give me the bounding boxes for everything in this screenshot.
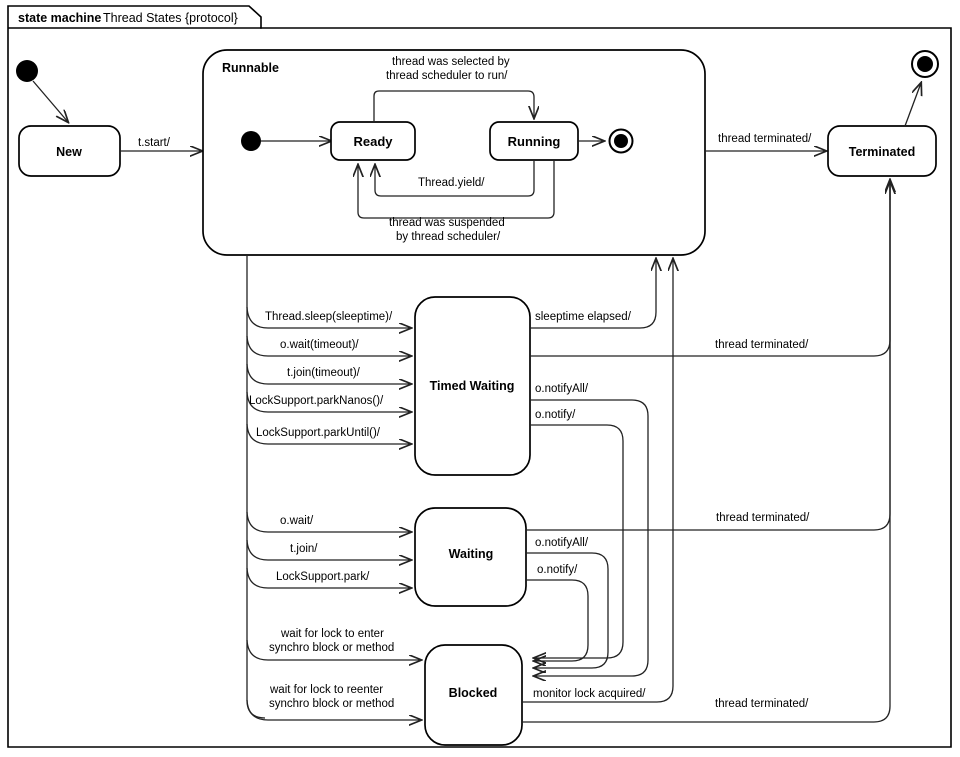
edge-to-blocked-1 xyxy=(246,639,421,660)
label-timed-waiting-notify: o.notify/ xyxy=(535,409,576,421)
frame-name-label: Thread States {protocol} xyxy=(103,11,238,25)
edge-running-to-ready-yield xyxy=(375,160,535,197)
edge-ready-to-running xyxy=(373,90,534,122)
edge-to-timed-waiting-5 xyxy=(246,423,411,444)
label-selected-line1: thread was selected by xyxy=(392,56,510,68)
edge-to-timed-waiting-2 xyxy=(246,335,411,356)
label-to-timed-waiting-5: LockSupport.parkUntil()/ xyxy=(256,427,381,439)
state-running-label: Running xyxy=(508,134,561,149)
diagram-frame xyxy=(7,5,952,748)
label-monitor-lock-acquired: monitor lock acquired/ xyxy=(533,688,646,700)
label-to-waiting-2: t.join/ xyxy=(290,543,318,555)
state-blocked[interactable] xyxy=(424,644,523,746)
edge-waiting-notifyall xyxy=(526,552,609,668)
label-waiting-notify: o.notify/ xyxy=(537,564,578,576)
edge-waiting-notify xyxy=(526,579,589,661)
label-to-timed-waiting-4: LockSupport.parkNanos()/ xyxy=(249,395,384,407)
edge-initial-to-new xyxy=(32,80,68,122)
label-suspended-line2: by thread scheduler/ xyxy=(396,231,501,243)
edge-to-waiting-2 xyxy=(246,539,411,560)
state-runnable-label: Runnable xyxy=(222,61,279,75)
edge-monitor-lock-acquired xyxy=(522,259,673,703)
edge-to-timed-waiting-1 xyxy=(246,306,411,328)
label-to-blocked-2a: wait for lock to reenter xyxy=(269,684,383,696)
final-node-ring xyxy=(911,50,939,78)
final-node-core xyxy=(917,56,933,72)
label-waiting-notifyall: o.notifyAll/ xyxy=(535,537,589,549)
state-timed-waiting[interactable] xyxy=(414,296,531,476)
label-to-blocked-1a: wait for lock to enter xyxy=(280,628,384,640)
state-timed-waiting-label: Timed Waiting xyxy=(430,379,515,393)
label-sleeptime-elapsed: sleeptime elapsed/ xyxy=(535,311,632,323)
runnable-initial-node xyxy=(241,131,261,151)
initial-node xyxy=(16,60,38,82)
state-ready-label: Ready xyxy=(353,134,393,149)
state-terminated-label: Terminated xyxy=(849,145,915,159)
state-new-label: New xyxy=(56,145,82,159)
label-t-start: t.start/ xyxy=(138,137,171,149)
edge-to-timed-waiting-4 xyxy=(246,391,411,412)
label-waiting-terminated: thread terminated/ xyxy=(716,512,810,524)
label-to-timed-waiting-2: o.wait(timeout)/ xyxy=(280,339,359,351)
label-blocked-terminated: thread terminated/ xyxy=(715,698,809,710)
edge-terminated-to-final xyxy=(904,83,921,127)
runnable-final-node-core xyxy=(614,134,628,148)
edge-to-blocked-2 xyxy=(246,699,421,720)
edge-to-timed-waiting-3 xyxy=(246,363,411,384)
edge-blocked-terminated xyxy=(522,182,891,723)
state-waiting[interactable] xyxy=(414,507,527,607)
label-to-blocked-2b: synchro block or method xyxy=(269,698,394,710)
state-blocked-label: Blocked xyxy=(449,686,498,700)
label-timed-waiting-notifyall: o.notifyAll/ xyxy=(535,383,589,395)
runnable-final-node-ring xyxy=(608,128,634,154)
state-ready[interactable] xyxy=(330,121,416,161)
label-selected-line2: thread scheduler to run/ xyxy=(386,70,508,82)
edge-sleeptime-elapsed xyxy=(530,259,656,329)
label-to-timed-waiting-1: Thread.sleep(sleeptime)/ xyxy=(265,311,393,323)
bus-runnable-left xyxy=(246,255,266,719)
state-terminated[interactable] xyxy=(827,125,937,177)
label-to-blocked-1b: synchro block or method xyxy=(269,642,394,654)
label-to-waiting-3: LockSupport.park/ xyxy=(276,571,370,583)
label-to-waiting-1: o.wait/ xyxy=(280,515,314,527)
label-to-timed-waiting-3: t.join(timeout)/ xyxy=(287,367,361,379)
edge-timed-waiting-notify xyxy=(530,424,624,658)
label-terminated-from-runnable: thread terminated/ xyxy=(718,133,812,145)
label-thread-yield: Thread.yield/ xyxy=(418,177,485,189)
label-timed-waiting-terminated: thread terminated/ xyxy=(715,339,809,351)
edge-running-to-ready-suspended xyxy=(358,160,555,219)
frame-kind-label: state machine xyxy=(18,11,101,25)
state-waiting-label: Waiting xyxy=(449,547,494,561)
label-suspended-line1: thread was suspended xyxy=(389,217,505,229)
state-runnable[interactable] xyxy=(202,49,706,256)
edge-to-waiting-3 xyxy=(246,567,411,588)
edge-timed-waiting-notifyall xyxy=(530,399,649,676)
edge-to-waiting-1 xyxy=(246,511,411,532)
